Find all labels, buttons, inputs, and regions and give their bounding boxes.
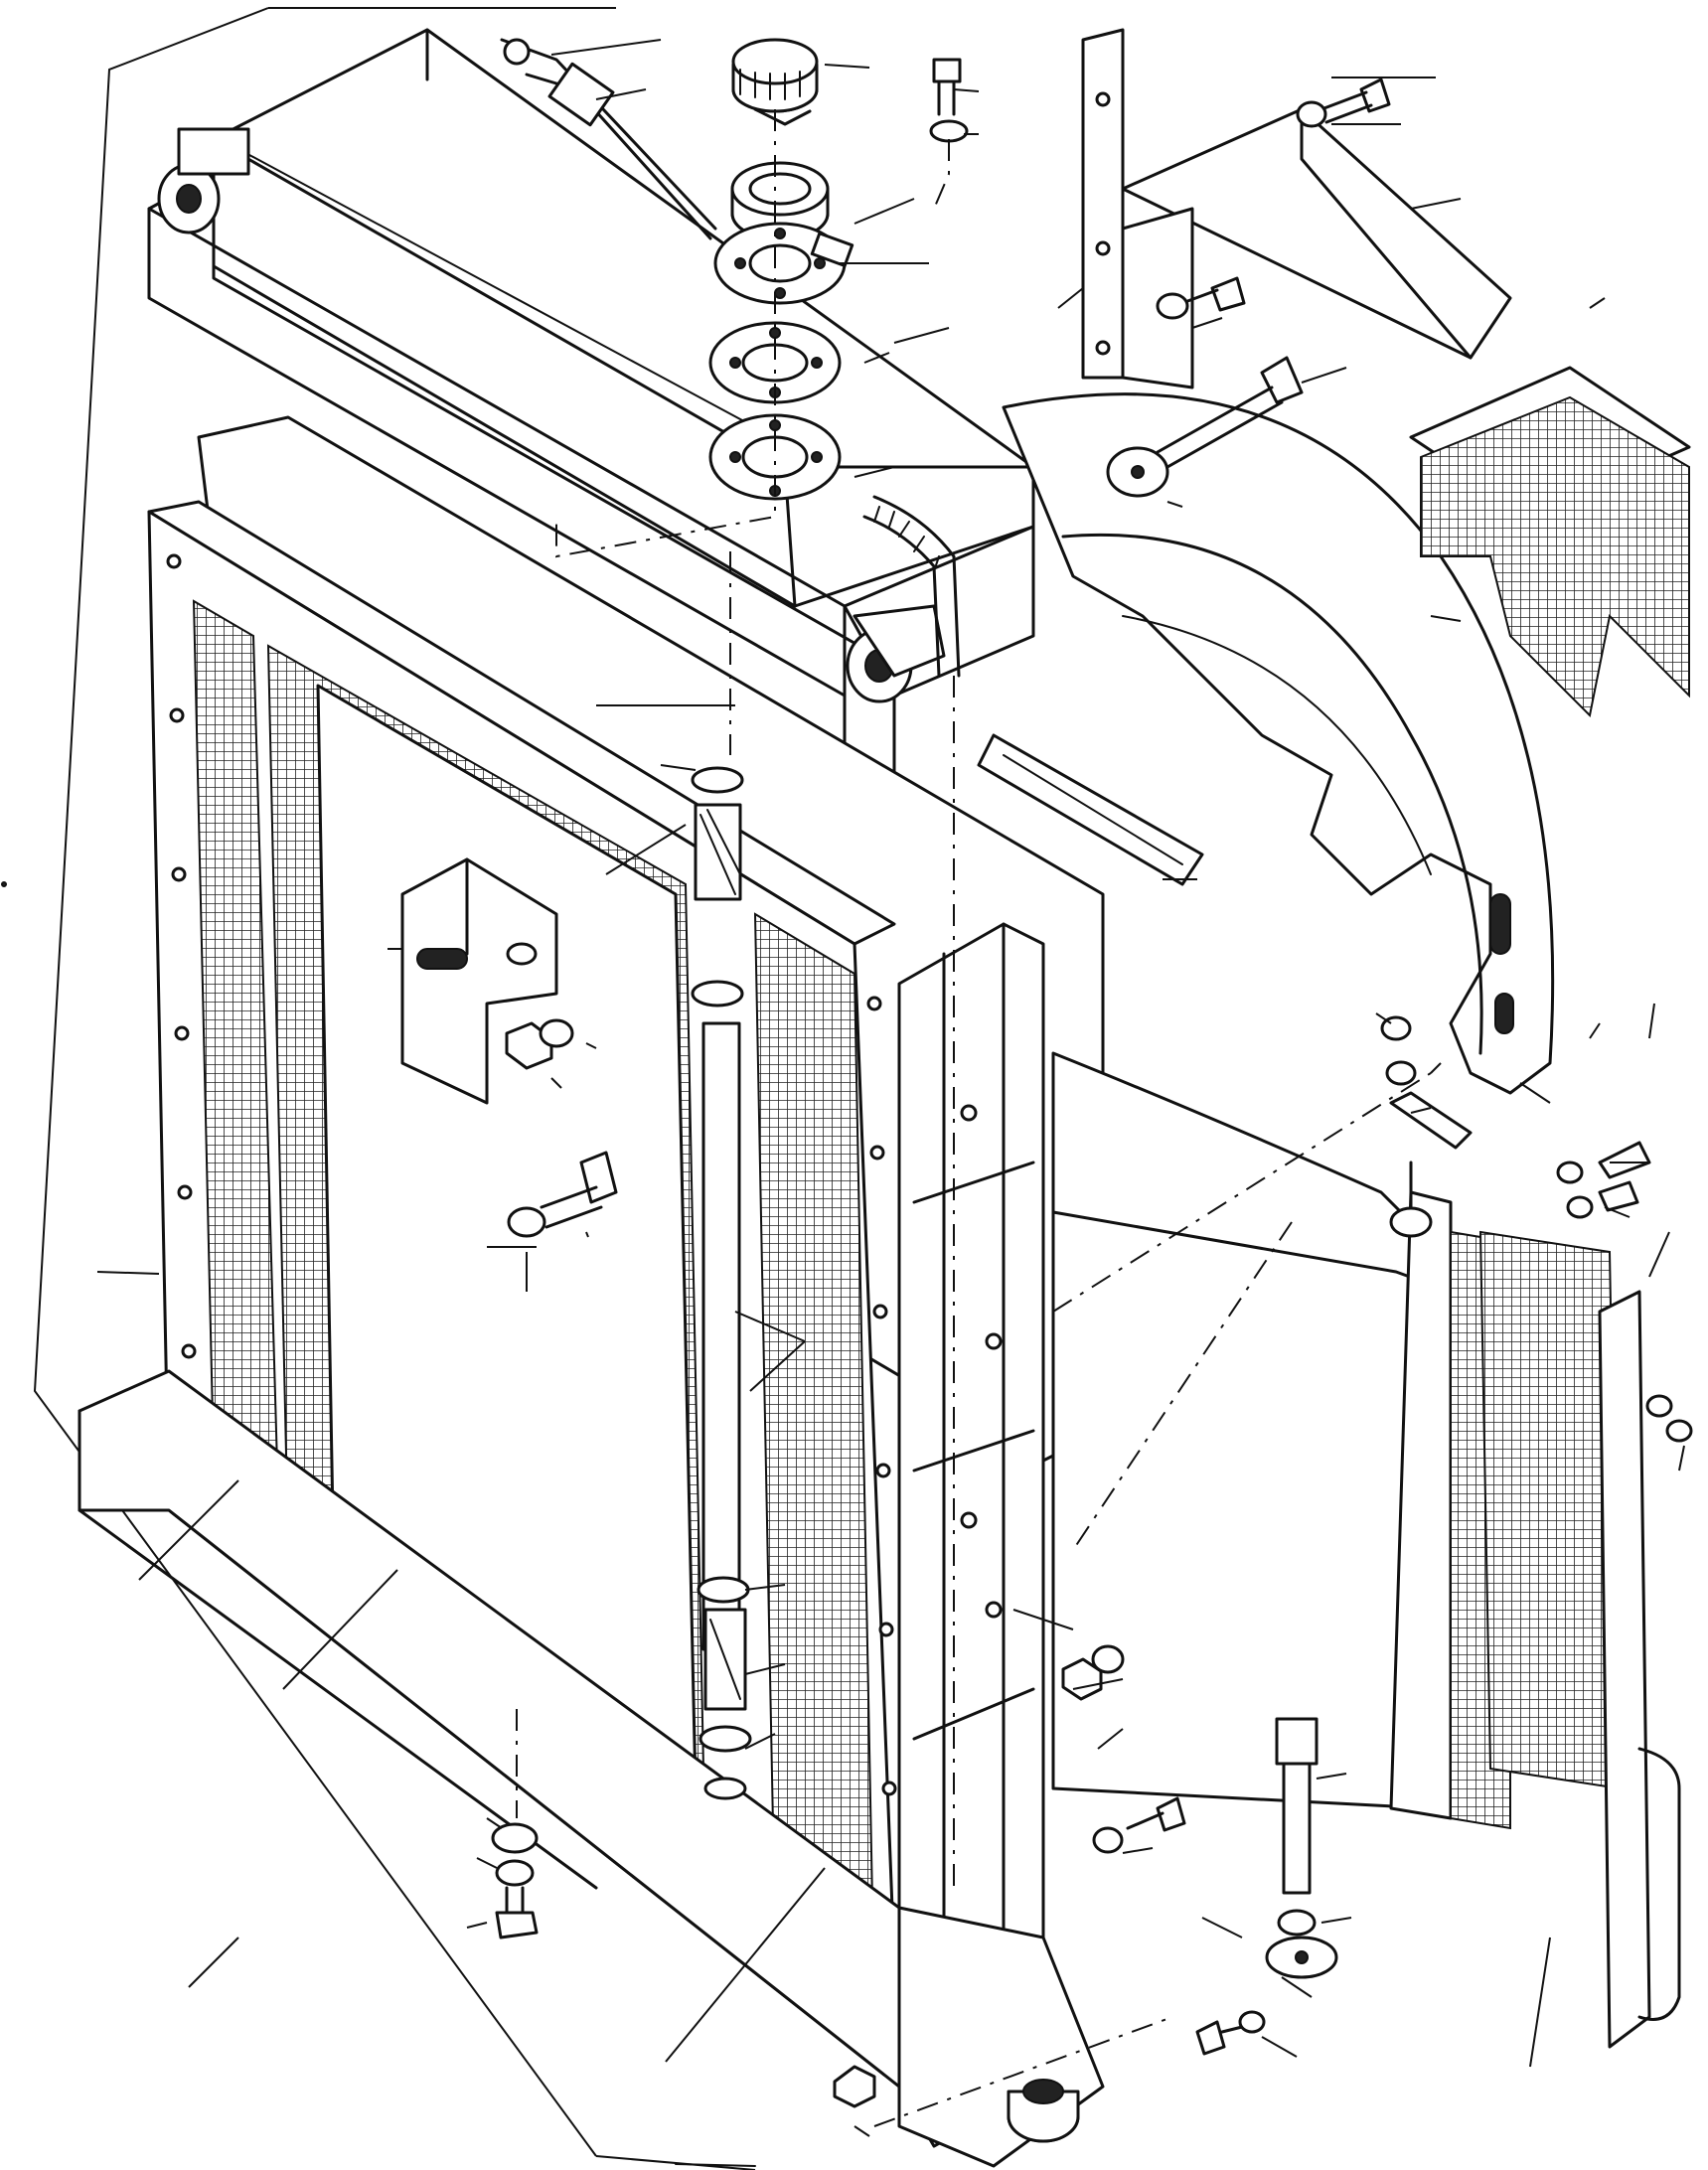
centerline — [1072, 1221, 1293, 1551]
side-screen — [1051, 1190, 1681, 2049]
scan-artifact — [675, 2163, 756, 2167]
side-screen — [1409, 366, 1691, 718]
scan-artifact — [1, 881, 7, 887]
mount-pad — [897, 1906, 1105, 2168]
washer — [1380, 1015, 1651, 1219]
bolt — [1389, 1161, 1433, 1238]
bolt — [495, 1886, 539, 1939]
cap-centerline — [555, 109, 776, 558]
nut — [1061, 1644, 1125, 1701]
hose — [694, 803, 747, 1711]
bolt — [929, 58, 969, 210]
centerline — [1052, 1072, 1432, 1313]
washer — [491, 1822, 539, 1887]
bracket — [400, 857, 558, 1105]
side-channel — [897, 922, 1045, 2148]
filler-neck — [713, 161, 854, 305]
radiator-cap — [731, 38, 819, 126]
hose — [862, 495, 961, 678]
seal-strip — [977, 733, 1204, 886]
gasket — [708, 321, 842, 501]
nut — [505, 1018, 574, 1070]
overflow-pipe — [500, 38, 717, 240]
washer — [1645, 1394, 1693, 1443]
bracket — [1081, 28, 1512, 389]
centerline — [873, 2016, 1173, 2127]
bolt — [1265, 1717, 1338, 1979]
bolt — [1092, 1796, 1266, 2056]
bolt — [1106, 356, 1304, 498]
clamp — [691, 766, 752, 1800]
bolt — [1156, 78, 1391, 320]
nut — [833, 2065, 876, 2108]
leader-lines — [96, 39, 1685, 2137]
bolt — [507, 1151, 618, 1238]
